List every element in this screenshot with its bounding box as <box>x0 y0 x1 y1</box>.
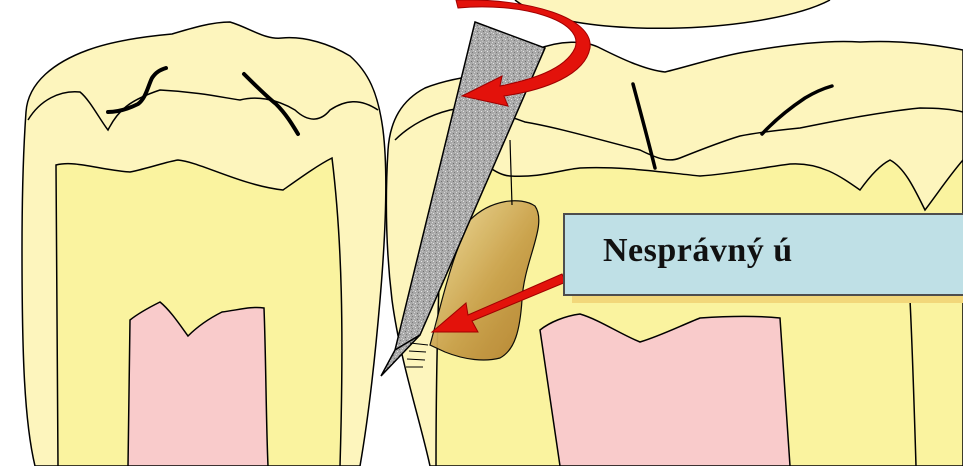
callout-box: Nesprávný ú <box>563 213 963 296</box>
left-tooth-pulp <box>128 302 268 466</box>
left-tooth <box>22 22 386 466</box>
callout-text: Nesprávný ú <box>603 232 793 270</box>
right-tooth-pulp <box>540 314 790 466</box>
